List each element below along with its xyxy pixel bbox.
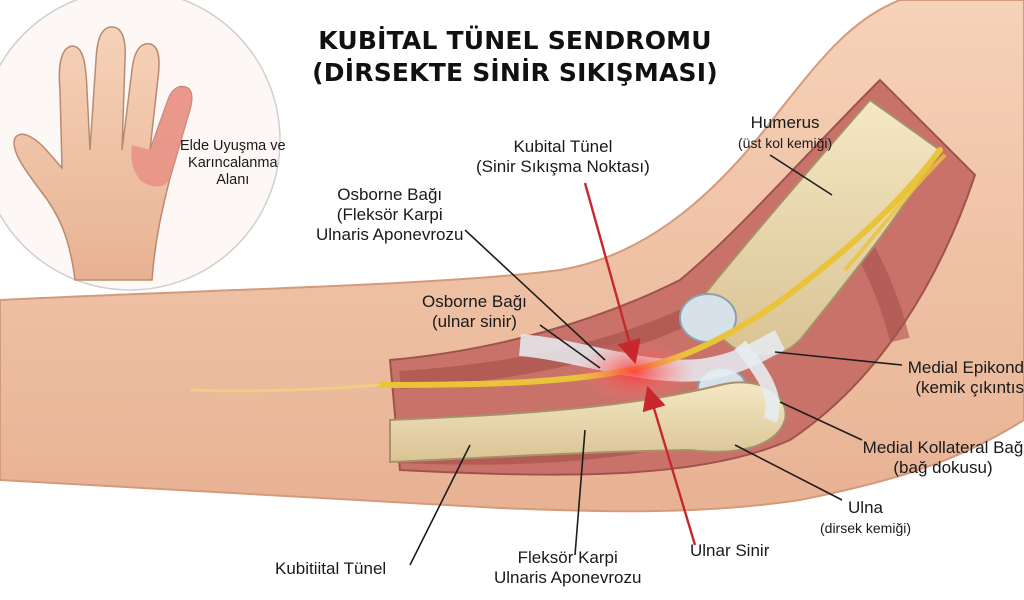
- osborne-fcu-label: Osborne Bağı (Fleksör Karpi Ulnaris Apon…: [316, 185, 463, 245]
- ulnar-nerve: [377, 147, 943, 388]
- hand-label-line1: Elde Uyuşma ve: [180, 138, 286, 154]
- diagram-title-line1: KUBİTAL TÜNEL SENDROMU: [318, 26, 712, 55]
- arrow-down: [583, 182, 641, 365]
- hand-label-line2: Karıncalanma: [188, 155, 278, 171]
- ulna-sub: (dirsek kemiği): [820, 520, 912, 536]
- ulna-label: Ulna (dirsek kemiği): [820, 498, 911, 538]
- ulna-name: Ulna: [848, 498, 883, 517]
- medial-epicondyle-label: Medial Epikond (kemik çıkıntıs: [904, 358, 1024, 398]
- medial-collateral-line1: Medial Kollateral Bağ: [862, 438, 1024, 457]
- medial-epicondyle-line1: Medial Epikond: [907, 358, 1024, 377]
- numbness-area: [131, 86, 192, 187]
- ulna-bone: [389, 381, 787, 464]
- cubital-tunnel-line1: Kubital Tünel: [513, 137, 613, 156]
- cubital-tunnel-label: Kubital Tünel (Sinir Sıkışma Noktası): [476, 137, 650, 177]
- arm: [0, 0, 1024, 513]
- ulnar-nerve-label: Ulnar Sinir: [690, 541, 770, 560]
- humerus-sub: (üst kol kemiği): [738, 135, 833, 151]
- hand-inset: [0, 0, 281, 291]
- fcu-aponeurosis-label: Fleksör Karpi Ulnaris Aponevrozu: [494, 548, 641, 588]
- leader-lines: [409, 154, 903, 566]
- osborne-ulnar-line1: Osborne Bağı: [422, 292, 527, 311]
- osborne-fcu-line1: Osborne Bağı: [337, 185, 443, 204]
- fcu-aponeurosis-line2: Ulnaris Aponevrozu: [494, 568, 642, 587]
- medial-collateral-label: Medial Kollateral Bağ (bağ dokusu): [862, 438, 1024, 478]
- hand-label-line3: Alanı: [216, 172, 250, 188]
- humerus-name: Humerus: [750, 113, 820, 132]
- hand-icon: [13, 26, 193, 281]
- osborne-fcu-line2: (Fleksör Karpi: [336, 205, 443, 224]
- kubitiital-tunnel-label: Kubitiital Tünel: [275, 559, 387, 578]
- fcu-aponeurosis-line1: Fleksör Karpi: [517, 548, 618, 567]
- diagram-title-line2: (DİRSEKTE SİNİR SIKIŞMASI): [312, 58, 718, 87]
- medial-collateral-line2: (bağ dokusu): [893, 458, 993, 477]
- humerus-label: Humerus (üst kol kemiği): [738, 113, 832, 153]
- medial-epicondyle-line2: (kemik çıkıntıs: [915, 378, 1024, 397]
- compression-arrows: [583, 182, 697, 546]
- osborne-ulnar-line2: (ulnar sinir): [431, 312, 517, 331]
- hand-numbness-label: Elde Uyuşma ve Karıncalanma Alanı: [180, 138, 286, 189]
- arrow-up: [642, 385, 697, 546]
- cubital-tunnel-line2: (Sinir Sıkışma Noktası): [476, 157, 650, 176]
- osborne-ulnar-label: Osborne Bağı (ulnar sinir): [422, 292, 527, 332]
- osborne-fcu-line3: Ulnaris Aponevrozu: [316, 225, 464, 244]
